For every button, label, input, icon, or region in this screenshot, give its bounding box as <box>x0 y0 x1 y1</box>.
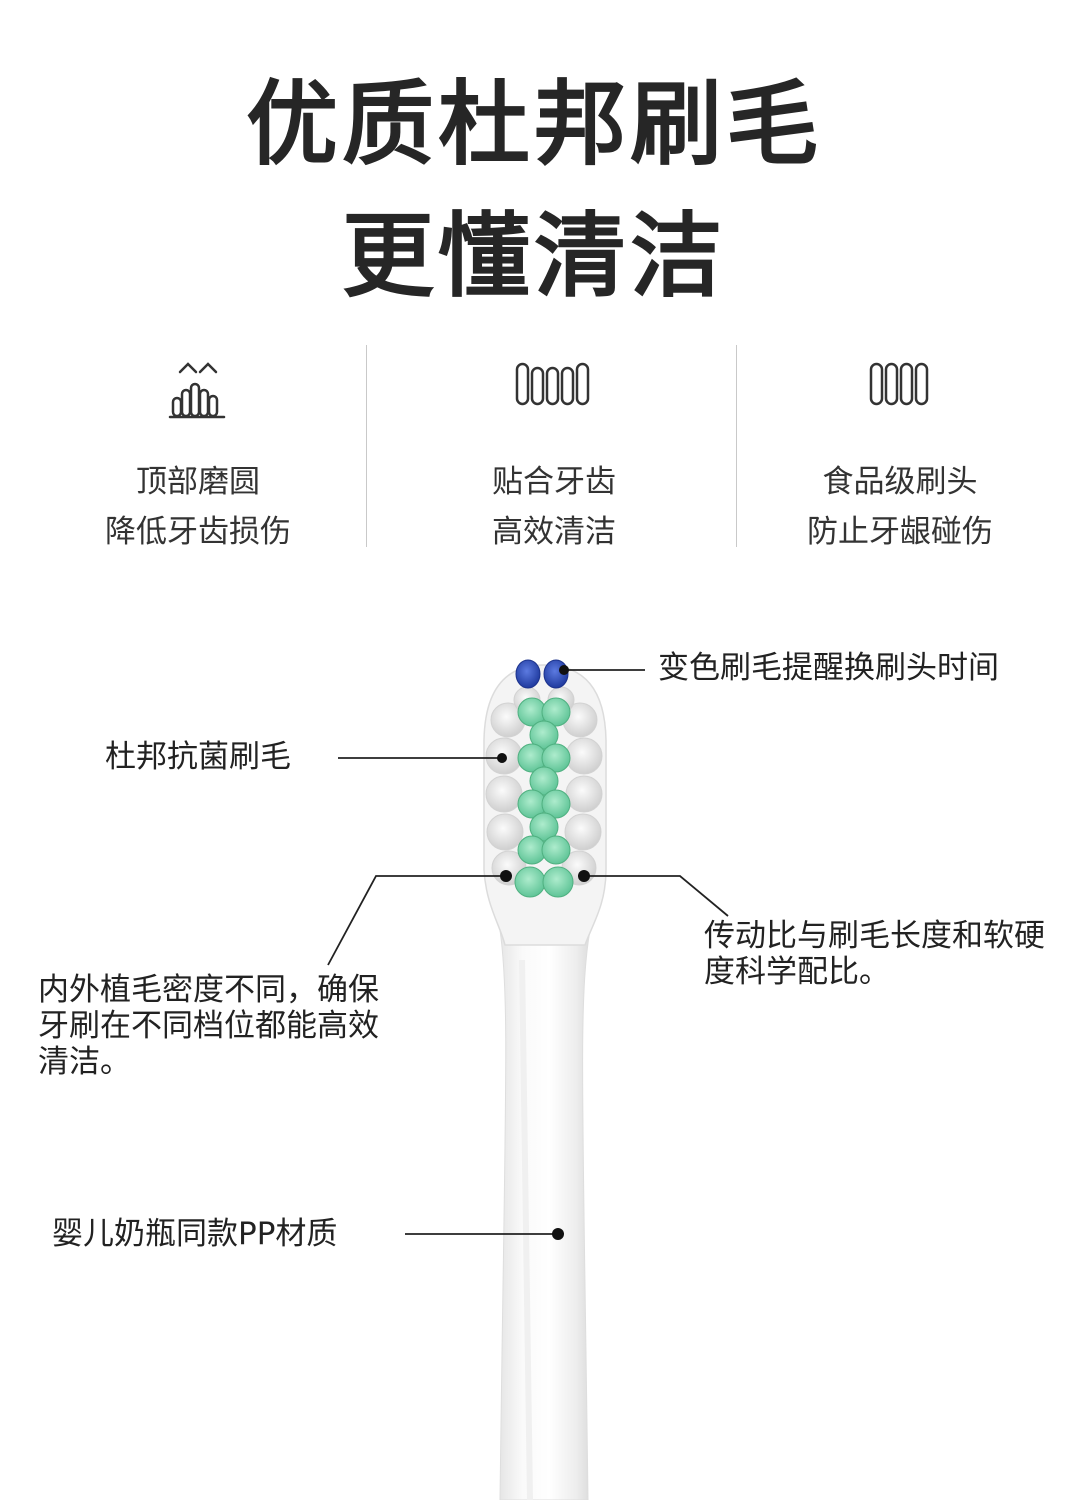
dot-antibacterial <box>497 753 507 763</box>
callout-density: 内外植毛密度不同，确保 牙刷在不同档位都能高效 清洁。 <box>38 972 379 1080</box>
feature-row: 顶部磨圆 降低牙齿损伤 贴合牙齿 高效清洁 <box>0 345 1068 550</box>
callout-antibacterial: 杜邦抗菌刷毛 <box>105 739 291 775</box>
callout-ratio-line: 度科学配比。 <box>704 954 890 990</box>
callout-density-line: 牙刷在不同档位都能高效 <box>38 1008 379 1044</box>
five-bristles-icon <box>376 345 732 425</box>
callout-ratio: 传动比与刷毛长度和软硬 度科学配比。 <box>704 918 1045 990</box>
callout-density-line: 内外植毛密度不同，确保 <box>38 972 379 1008</box>
leader-ratio <box>584 875 729 917</box>
feature-subtitle: 防止牙龈碰伤 <box>807 514 993 550</box>
feature-fit: 贴合牙齿 高效清洁 <box>376 345 732 550</box>
dot-color-change <box>559 665 569 675</box>
dot-density <box>500 870 512 882</box>
brush-handle <box>499 929 591 1500</box>
feature-subtitle: 高效清洁 <box>492 514 616 550</box>
feature-title: 贴合牙齿 <box>492 464 616 500</box>
callout-material: 婴儿奶瓶同款PP材质 <box>52 1216 338 1252</box>
divider <box>736 345 737 547</box>
callout-density-line: 清洁。 <box>38 1044 131 1080</box>
rounded-bristles-icon <box>20 345 376 425</box>
callout-color-change: 变色刷毛提醒换刷头时间 <box>658 650 999 686</box>
feature-title: 顶部磨圆 <box>136 464 260 500</box>
feature-rounded: 顶部磨圆 降低牙齿损伤 <box>20 345 376 550</box>
feature-food-grade: 食品级刷头 防止牙龈碰伤 <box>722 345 1068 550</box>
dot-material <box>552 1228 564 1240</box>
feature-title: 食品级刷头 <box>822 464 978 500</box>
leader-density <box>327 875 506 966</box>
headline-line-1: 优质杜邦刷毛 <box>245 71 822 178</box>
feature-subtitle: 降低牙齿损伤 <box>105 514 291 550</box>
callout-ratio-line: 传动比与刷毛长度和软硬 <box>704 918 1045 954</box>
headline-line-2: 更懂清洁 <box>341 203 726 310</box>
four-bristles-icon <box>722 345 1068 425</box>
divider <box>366 345 367 547</box>
dot-ratio <box>578 870 590 882</box>
